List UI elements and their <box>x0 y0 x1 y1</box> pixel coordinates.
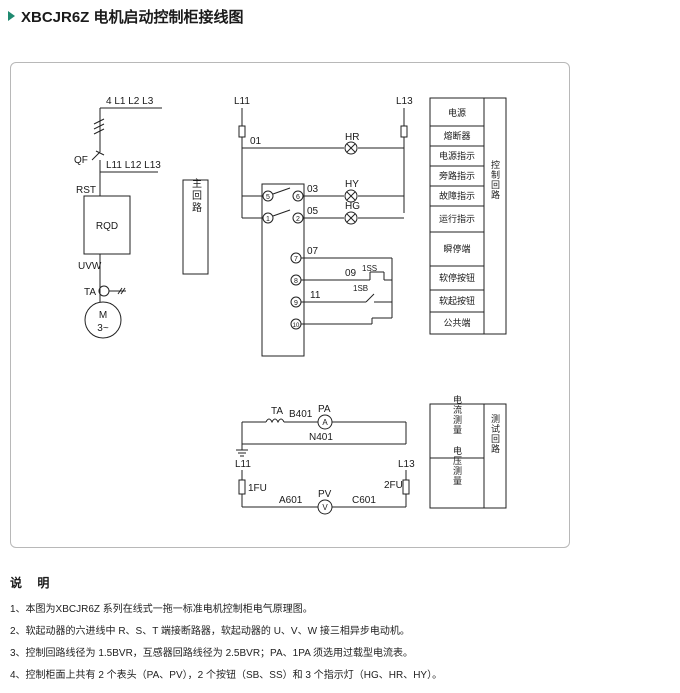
terminal-8-label: 8 <box>294 278 298 285</box>
soft-start-switch-icon <box>365 293 375 303</box>
lamp-hr-label: HR <box>345 132 359 143</box>
wire-01-label: 01 <box>250 136 262 147</box>
legend-power: 电源 <box>448 107 466 118</box>
terminal-10-label: 10 <box>293 323 300 329</box>
qf-breaker-icon <box>91 151 101 161</box>
fuse-2fu-icon <box>402 479 410 495</box>
test-l13-label: L13 <box>398 459 415 470</box>
control-l11-label: L11 <box>234 96 250 107</box>
terminal-6-label: 6 <box>296 194 300 201</box>
relay-contact-icon <box>272 187 291 195</box>
terminal-1 <box>262 212 274 224</box>
qf-out-label: L11 L12 L13 <box>106 160 161 171</box>
rst-label: RST <box>76 185 96 196</box>
uvw-label: UVW <box>78 261 102 272</box>
wiring-diagram: 4 L1 L2 L3 QF L11 L12 L13 RST RQD UVW TA… <box>74 96 507 515</box>
diagram-frame <box>10 62 570 548</box>
legend-common: 公共端 <box>443 317 470 328</box>
fuse-1fu-label: 1FU <box>248 483 267 494</box>
control-legend-section-box <box>483 97 507 335</box>
note-item-3: 3、控制回路线径为 1.5BVR，互感器回路线径为 2.5BVR；PA、1PA … <box>10 648 414 659</box>
terminal-7-label: 7 <box>294 256 298 263</box>
note-item-4: 4、控制柜面上共有 2 个表头（PA、PV），2 个按钮（SB、SS）和 3 个… <box>10 670 443 681</box>
rqd-soft-starter <box>83 195 131 255</box>
control-circuit-label: 控制回路 <box>490 159 500 200</box>
legend-fuse: 熔断器 <box>443 130 470 141</box>
page-title-text: XBCJR6Z 电机启动控制柜接线图 <box>21 8 244 26</box>
a601-label: A601 <box>279 495 303 506</box>
legend-soft-stop-button: 软停按钮 <box>439 272 475 283</box>
wire-05-label: 05 <box>307 206 319 217</box>
fuse-1fu-icon <box>238 479 246 495</box>
wire-03-label: 03 <box>307 184 319 195</box>
notes-heading: 说 明 <box>10 576 56 590</box>
ta-coil-icon <box>265 418 285 424</box>
terminal-5 <box>262 190 274 202</box>
legend-soft-start-button: 软起按钮 <box>439 295 475 306</box>
control-l13-label: L13 <box>396 96 413 107</box>
legend-bypass-indicator: 旁路指示 <box>439 170 475 181</box>
legend-instant-stop: 瞬停端 <box>443 243 470 254</box>
fuse-2fu-label: 2FU <box>384 480 403 491</box>
wire-11-label: 11 <box>310 290 321 301</box>
three-phase-mark-icon <box>93 118 105 125</box>
terminal-2-label: 2 <box>296 216 300 223</box>
test-l11-label: L11 <box>235 459 251 470</box>
n401-label: N401 <box>309 432 333 443</box>
test-ta-label: TA <box>271 406 283 417</box>
lamp-hy-icon <box>344 189 358 203</box>
test-circuit-label: 测试回路 <box>490 414 500 454</box>
pa-label: PA <box>318 404 331 415</box>
motor-icon <box>84 301 122 339</box>
terminal-9-label: 9 <box>294 300 298 307</box>
switch-1sb-label: 1SB <box>353 284 368 293</box>
fuse-l13-icon <box>400 125 408 138</box>
wire-09-label: 09 <box>345 268 357 279</box>
motor-label-phase: 3~ <box>97 323 109 334</box>
c601-label: C601 <box>352 495 376 506</box>
rqd-label: RQD <box>96 221 118 232</box>
page-title: XBCJR6Z 电机启动控制柜接线图 <box>8 6 244 26</box>
lamp-hr-icon <box>344 141 358 155</box>
legend-power-indicator: 电源指示 <box>439 150 475 161</box>
legend-run-indicator: 运行指示 <box>439 213 475 224</box>
motor-label-m: M <box>99 310 107 321</box>
test-legend-section-box <box>483 403 507 509</box>
legend-voltage-measure: 电压测量 <box>452 445 462 486</box>
test-circuit <box>236 403 507 515</box>
title-marker-icon <box>8 11 15 21</box>
soft-starter-terminal-block <box>261 183 305 357</box>
ammeter-symbol: A <box>322 418 328 427</box>
legend-fault-indicator: 故障指示 <box>439 190 475 201</box>
pv-label: PV <box>318 489 332 500</box>
fuse-l11-icon <box>238 125 246 138</box>
switch-1ss-label: 1SS <box>362 264 377 273</box>
b401-label: B401 <box>289 409 313 420</box>
note-item-2: 2、软起动器的六进线中 R、S、T 端接断路器，软起动器的 U、V、W 接三相异… <box>10 626 410 637</box>
voltmeter-symbol: V <box>322 503 328 512</box>
note-item-1: 1、本图为XBCJR6Z 系列在线式一拖一标准电机控制柜电气原理图。 <box>10 604 313 615</box>
legend-current-measure: 电流测量 <box>452 394 462 435</box>
terminal-1-label: 1 <box>266 216 270 223</box>
control-circuit <box>238 97 507 357</box>
lamp-hg-label: HG <box>345 201 360 212</box>
ta-main-label: TA <box>84 287 96 298</box>
qf-label: QF <box>74 155 88 166</box>
main-bus-label: 4 L1 L2 L3 <box>106 96 154 107</box>
main-circuit-label: 主回路 <box>190 178 202 214</box>
wire-07-label: 07 <box>307 246 319 257</box>
lamp-hg-icon <box>344 211 358 225</box>
terminal-5-label: 5 <box>266 194 270 201</box>
lamp-hy-label: HY <box>345 179 359 190</box>
main-circuit <box>83 107 209 339</box>
main-circuit-label-box <box>182 179 209 275</box>
